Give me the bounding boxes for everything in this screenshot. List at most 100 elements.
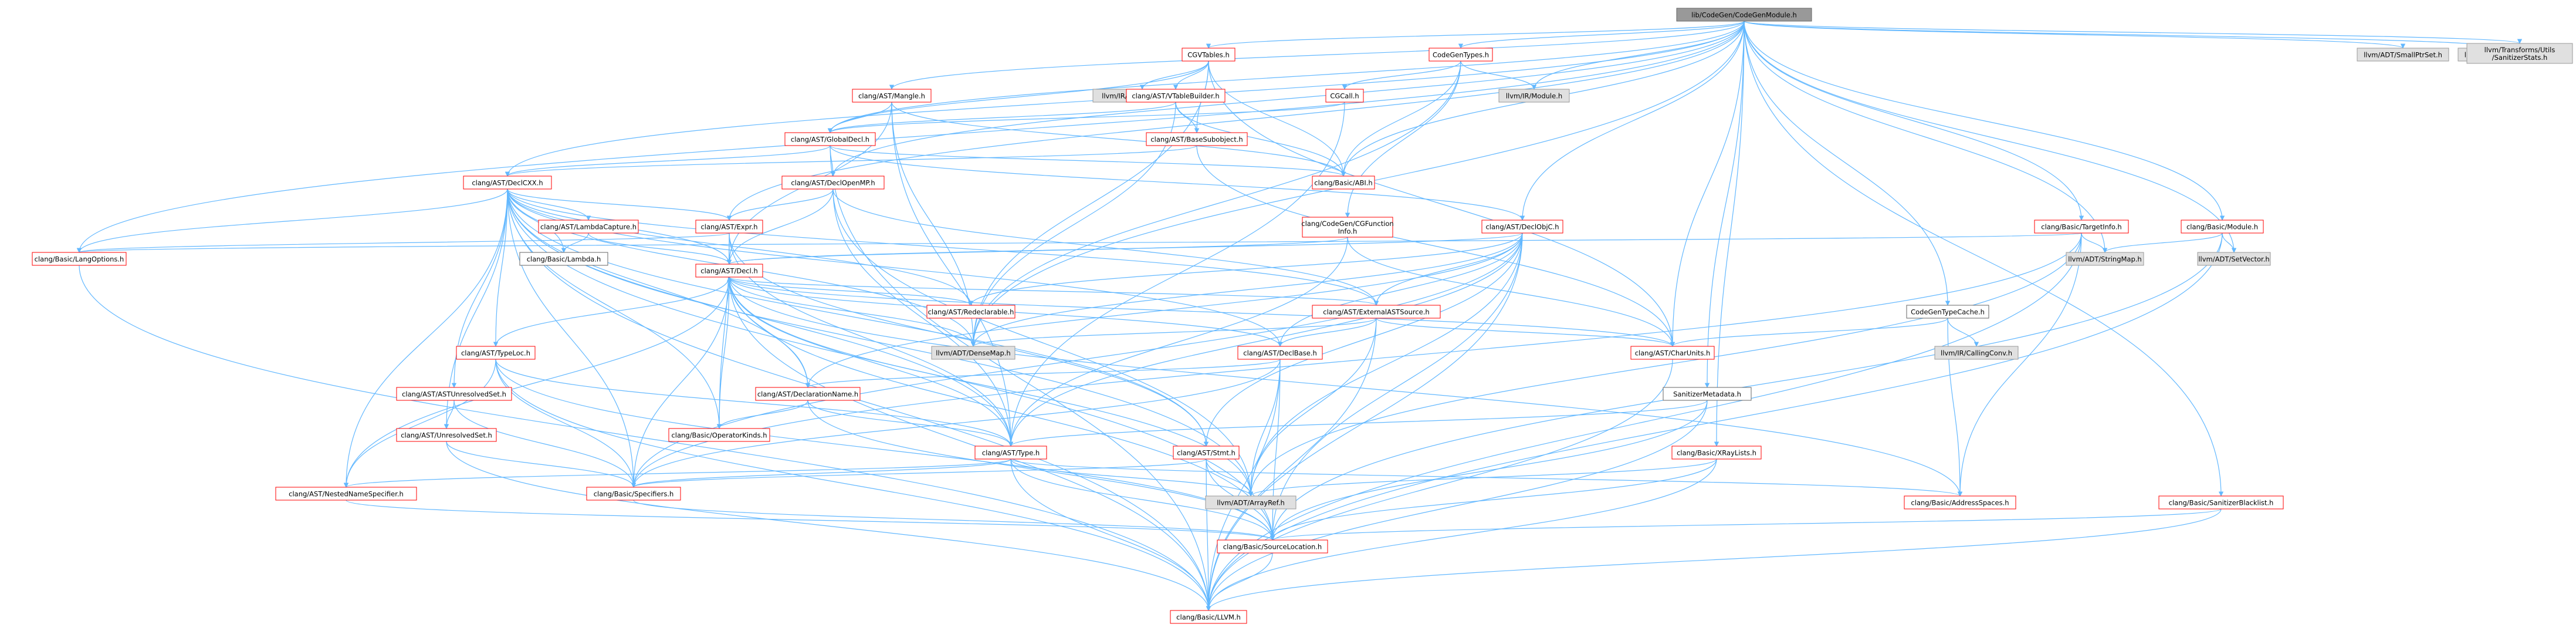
node-declobjc[interactable]: clang/AST/DeclObjC.h <box>1481 220 1563 234</box>
node-stringmap: llvm/ADT/StringMap.h <box>2066 252 2144 266</box>
edge-expr-to-langoptions <box>77 232 730 253</box>
node-llvm_h[interactable]: clang/Basic/LLVM.h <box>1170 610 1247 624</box>
node-root[interactable]: lib/CodeGen/CodeGenModule.h <box>1676 8 1812 22</box>
node-codegentypes[interactable]: CodeGenTypes.h <box>1429 48 1493 62</box>
edge-basesubobject-to-charunits <box>1196 145 1675 347</box>
node-callingconv: llvm/IR/CallingConv.h <box>1934 346 2019 360</box>
node-box <box>1676 8 1812 22</box>
node-externalastsource[interactable]: clang/AST/ExternalASTSource.h <box>1312 305 1441 319</box>
node-abi[interactable]: clang/Basic/ABI.h <box>1312 176 1375 190</box>
node-label: clang/AST/Type.h <box>982 449 1040 457</box>
edge-xraylists-to-sourcelocation <box>1270 458 1717 541</box>
edge-declopenmp-to-externalastsource <box>832 188 1379 306</box>
edge-root-to-xraylists <box>1714 21 1745 447</box>
edge-declobjc-to-specifiers <box>631 232 1523 488</box>
node-astunresolvedset[interactable]: clang/AST/ASTUnresolvedSet.h <box>396 387 512 401</box>
node-declarationname[interactable]: clang/AST/DeclarationName.h <box>755 387 861 401</box>
edge-declobjc-to-sourcelocation <box>1270 232 1523 541</box>
edge-root-to-cgvtables <box>1206 21 1745 49</box>
node-label: clang/Basic/OperatorKinds.h <box>671 431 767 440</box>
node-declopenmp[interactable]: clang/AST/DeclOpenMP.h <box>781 176 885 190</box>
edge-vtablebuilder-to-densemap <box>970 102 1176 347</box>
node-stmt[interactable]: clang/AST/Stmt.h <box>1173 446 1240 460</box>
node-redeclarable[interactable]: clang/AST/Redeclarable.h <box>926 305 1015 319</box>
node-typeloc[interactable]: clang/AST/TypeLoc.h <box>456 346 536 360</box>
node-label: clang/AST/ExternalASTSource.h <box>1323 308 1429 316</box>
edge-declobjc-to-declbase <box>1277 232 1523 347</box>
node-nestednamespecifier[interactable]: clang/AST/NestedNameSpecifier.h <box>275 487 417 501</box>
node-box <box>1302 217 1393 238</box>
edge-declcxx-to-lambda <box>507 188 567 253</box>
edge-astunresolvedset-to-specifiers <box>453 400 637 488</box>
edge-root-to-langoptions <box>76 21 1745 253</box>
node-mangle[interactable]: clang/AST/Mangle.h <box>852 89 932 103</box>
node-label: clang/AST/Redeclarable.h <box>928 308 1014 316</box>
node-box <box>1671 446 1762 460</box>
edge-sanitizermetadata-to-type <box>1008 400 1708 447</box>
node-label: CodeGenTypes.h <box>1433 51 1489 59</box>
node-lambda: clang/Basic/Lambda.h <box>519 252 608 266</box>
node-cgvtables[interactable]: CGVTables.h <box>1182 48 1235 62</box>
node-label: clang/AST/UnresolvedSet.h <box>401 431 492 440</box>
edge-declcxx-to-stmt <box>507 188 1209 447</box>
edge-externalastsource-to-llvm_h <box>1206 318 1377 611</box>
edge-basesubobject-to-declcxx <box>505 145 1197 177</box>
node-box <box>1663 387 1752 401</box>
node-box <box>1146 132 1248 146</box>
edge-cgvtables-to-densemap <box>970 60 1209 347</box>
node-label: clang/Basic/Specifiers.h <box>594 490 674 498</box>
node-label: clang/Basic/SourceLocation.h <box>1223 543 1322 551</box>
node-box <box>1498 89 1570 103</box>
node-label: llvm/ADT/DenseMap.h <box>936 349 1010 357</box>
edge-codegentypes-to-cgcall <box>1342 60 1461 90</box>
node-box <box>1934 346 2019 360</box>
node-unresolvedset[interactable]: clang/AST/UnresolvedSet.h <box>396 428 497 442</box>
node-box <box>1312 176 1375 190</box>
node-label: lib/CodeGen/CodeGenModule.h <box>1691 11 1797 19</box>
node-declbase[interactable]: clang/AST/DeclBase.h <box>1237 346 1323 360</box>
node-box <box>463 176 552 190</box>
node-operatorkinds[interactable]: clang/Basic/OperatorKinds.h <box>668 428 770 442</box>
edge-specifiers-to-sourcelocation <box>633 500 1275 541</box>
edge-declarationname-to-type <box>807 400 1014 447</box>
node-expr[interactable]: clang/AST/Expr.h <box>695 220 763 234</box>
edge-astunresolvedset-to-unresolvedset <box>444 400 455 429</box>
edge-type-to-llvm_h <box>1010 458 1211 611</box>
edge-root-to-targetinfo <box>1744 21 2084 221</box>
node-cgcall[interactable]: CGCall.h <box>1325 89 1364 103</box>
edge-basicmodule-to-sourcelocation <box>1270 232 2223 541</box>
edge-declobjc-to-externalastsource <box>1373 232 1523 306</box>
node-sourcelocation[interactable]: clang/Basic/SourceLocation.h <box>1217 539 1328 554</box>
node-charunits[interactable]: clang/AST/CharUnits.h <box>1630 346 1715 360</box>
node-declcxx[interactable]: clang/AST/DeclCXX.h <box>463 176 552 190</box>
edge-externalastsource-to-declbase <box>1277 318 1377 347</box>
node-smallptrset: llvm/ADT/SmallPtrSet.h <box>2357 48 2449 62</box>
node-basesubobject[interactable]: clang/AST/BaseSubobject.h <box>1146 132 1248 146</box>
edge-nestednamespecifier-to-sourcelocation <box>346 500 1275 541</box>
node-box <box>1481 220 1563 234</box>
node-box <box>1237 346 1323 360</box>
node-xraylists[interactable]: clang/Basic/XRayLists.h <box>1671 446 1762 460</box>
node-basicmodule[interactable]: clang/Basic/Module.h <box>2181 220 2264 234</box>
edge-lambdacapture-to-lambda <box>561 232 589 253</box>
node-label: CGCall.h <box>1330 92 1359 100</box>
node-targetinfo[interactable]: clang/Basic/TargetInfo.h <box>2034 220 2129 234</box>
edge-typeloc-to-llvm_h <box>495 359 1211 611</box>
node-langoptions[interactable]: clang/Basic/LangOptions.h <box>32 252 127 266</box>
node-lambdacapture[interactable]: clang/AST/LambdaCapture.h <box>538 220 639 234</box>
node-vtablebuilder[interactable]: clang/AST/VTableBuilder.h <box>1126 89 1226 103</box>
node-type[interactable]: clang/AST/Type.h <box>974 446 1047 460</box>
node-sanitizermetadata: SanitizerMetadata.h <box>1663 387 1752 401</box>
node-globaldecl[interactable]: clang/AST/GlobalDecl.h <box>784 132 876 146</box>
edge-decl-to-type <box>729 276 1014 447</box>
node-specifiers[interactable]: clang/Basic/Specifiers.h <box>586 487 681 501</box>
edge-externalastsource-to-arrayref <box>1248 318 1377 497</box>
edge-stmt-to-llvm_h <box>1206 458 1211 611</box>
node-decl[interactable]: clang/AST/Decl.h <box>695 264 763 278</box>
edge-stmt-to-arrayref <box>1206 458 1254 497</box>
node-addressspaces[interactable]: clang/Basic/AddressSpaces.h <box>1904 495 2016 510</box>
edge-targetinfo-to-stringmap <box>2081 232 2108 253</box>
edge-typeloc-to-nestednamespecifier <box>343 359 496 488</box>
node-sanitizerblacklist[interactable]: clang/Basic/SanitizerBlacklist.h <box>2158 495 2284 510</box>
